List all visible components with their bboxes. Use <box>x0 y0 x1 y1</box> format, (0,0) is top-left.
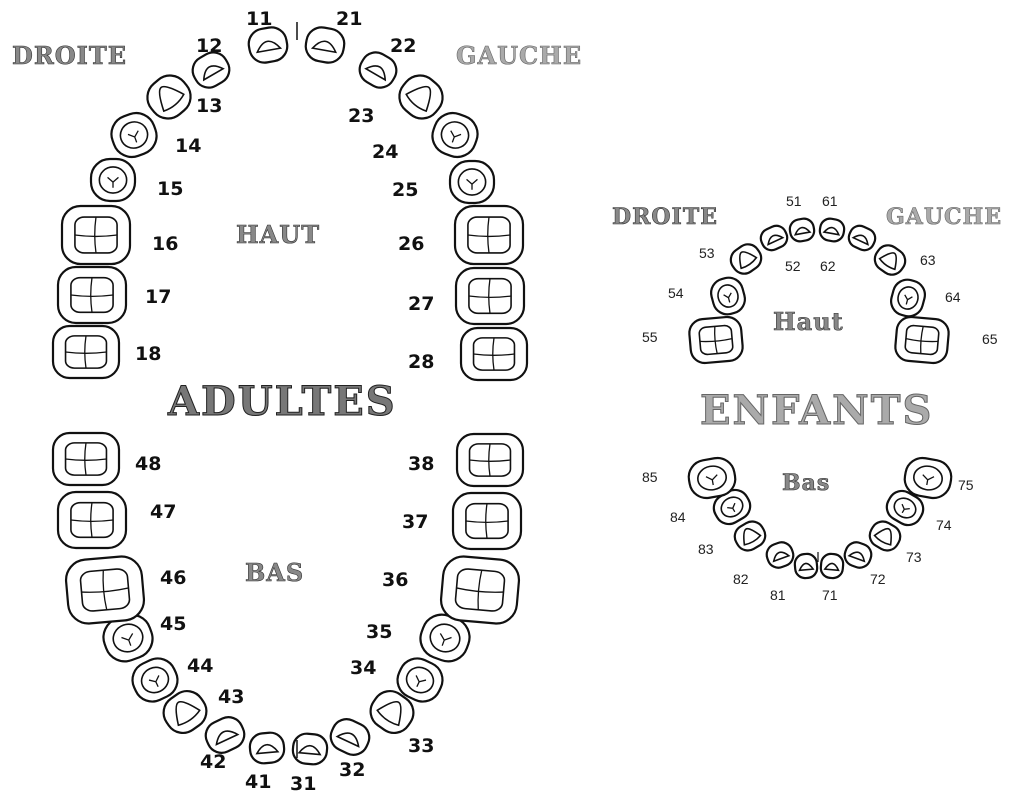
child-lower-jaw-label: Bas <box>782 470 830 496</box>
adult-right-side-label: DROITE <box>12 41 127 70</box>
tooth-36 <box>439 555 520 625</box>
child-title: ENFANTS <box>700 387 933 434</box>
tooth-14 <box>106 108 162 163</box>
tooth-62 <box>846 223 879 254</box>
tooth-47 <box>58 492 126 548</box>
tooth-number-18: 18 <box>135 343 161 365</box>
tooth-number-14: 14 <box>175 135 201 157</box>
tooth-72 <box>842 539 875 570</box>
tooth-number-35: 35 <box>366 621 392 643</box>
tooth-21 <box>303 25 346 65</box>
tooth-number-74: 74 <box>936 517 952 533</box>
tooth-number-42: 42 <box>200 751 226 773</box>
tooth-number-24: 24 <box>372 141 398 163</box>
tooth-number-54: 54 <box>668 285 684 301</box>
tooth-11 <box>246 25 289 65</box>
tooth-number-15: 15 <box>157 178 183 200</box>
tooth-82 <box>764 539 797 570</box>
tooth-18 <box>53 326 119 378</box>
tooth-63 <box>870 241 909 280</box>
tooth-number-85: 85 <box>642 469 658 485</box>
tooth-61 <box>818 217 845 243</box>
tooth-number-41: 41 <box>245 771 271 792</box>
tooth-53 <box>726 240 765 279</box>
tooth-number-27: 27 <box>408 293 434 315</box>
tooth-number-17: 17 <box>145 286 171 308</box>
tooth-number-73: 73 <box>906 549 922 565</box>
tooth-number-31: 31 <box>290 773 316 792</box>
tooth-number-84: 84 <box>670 509 686 525</box>
tooth-number-13: 13 <box>196 95 222 117</box>
tooth-number-22: 22 <box>390 35 416 57</box>
tooth-number-62: 62 <box>820 258 836 274</box>
child-left-side-label: GAUCHE <box>886 204 1002 230</box>
tooth-number-63: 63 <box>920 252 936 268</box>
tooth-number-38: 38 <box>408 453 434 475</box>
tooth-number-48: 48 <box>135 453 161 475</box>
tooth-16 <box>62 206 130 264</box>
tooth-32 <box>326 714 374 759</box>
tooth-number-45: 45 <box>160 613 186 635</box>
tooth-15 <box>91 159 135 201</box>
tooth-number-71: 71 <box>822 587 838 603</box>
tooth-number-72: 72 <box>870 571 886 587</box>
tooth-number-23: 23 <box>348 105 374 127</box>
tooth-number-55: 55 <box>642 329 658 345</box>
tooth-71 <box>820 553 844 579</box>
tooth-number-33: 33 <box>408 735 434 757</box>
tooth-number-53: 53 <box>699 245 715 261</box>
tooth-number-12: 12 <box>196 35 222 57</box>
tooth-number-61: 61 <box>822 193 838 209</box>
tooth-38 <box>457 434 523 486</box>
tooth-number-65: 65 <box>982 331 998 347</box>
tooth-64 <box>888 276 928 319</box>
adult-lower-jaw-label: BAS <box>245 558 304 587</box>
tooth-number-26: 26 <box>398 233 424 255</box>
child-right-side-label: DROITE <box>612 204 718 230</box>
tooth-37 <box>453 493 521 549</box>
tooth-number-51: 51 <box>786 193 802 209</box>
tooth-55 <box>688 316 744 364</box>
child-upper-jaw-label: Haut <box>773 307 844 336</box>
tooth-24 <box>427 108 483 163</box>
tooth-52 <box>758 223 791 254</box>
tooth-28 <box>461 328 527 380</box>
tooth-number-11: 11 <box>246 8 272 30</box>
tooth-65 <box>894 316 950 364</box>
tooth-number-25: 25 <box>392 179 418 201</box>
tooth-number-75: 75 <box>958 477 974 493</box>
tooth-81 <box>794 553 818 579</box>
tooth-number-47: 47 <box>150 501 176 523</box>
tooth-number-21: 21 <box>336 8 362 30</box>
adult-title: ADULTES <box>167 378 397 425</box>
tooth-54 <box>708 274 748 317</box>
tooth-number-52: 52 <box>785 258 801 274</box>
tooth-number-32: 32 <box>339 759 365 781</box>
tooth-number-37: 37 <box>402 511 428 533</box>
tooth-25 <box>450 161 494 203</box>
tooth-number-64: 64 <box>945 289 961 305</box>
adult-left-side-label: GAUCHE <box>456 41 582 70</box>
tooth-41 <box>249 732 285 765</box>
tooth-48 <box>53 433 119 485</box>
tooth-number-82: 82 <box>733 571 749 587</box>
tooth-number-16: 16 <box>152 233 178 255</box>
tooth-number-36: 36 <box>382 569 408 591</box>
tooth-26 <box>455 206 523 264</box>
tooth-number-28: 28 <box>408 351 434 373</box>
tooth-number-81: 81 <box>770 587 786 603</box>
tooth-number-83: 83 <box>698 541 714 557</box>
tooth-number-44: 44 <box>187 655 213 677</box>
tooth-27 <box>456 268 524 324</box>
tooth-number-43: 43 <box>218 686 244 708</box>
tooth-number-46: 46 <box>160 567 186 589</box>
tooth-46 <box>64 555 145 625</box>
tooth-51 <box>788 217 815 243</box>
tooth-number-34: 34 <box>350 657 376 679</box>
tooth-17 <box>58 267 126 323</box>
adult-upper-jaw-label: HAUT <box>236 220 320 249</box>
